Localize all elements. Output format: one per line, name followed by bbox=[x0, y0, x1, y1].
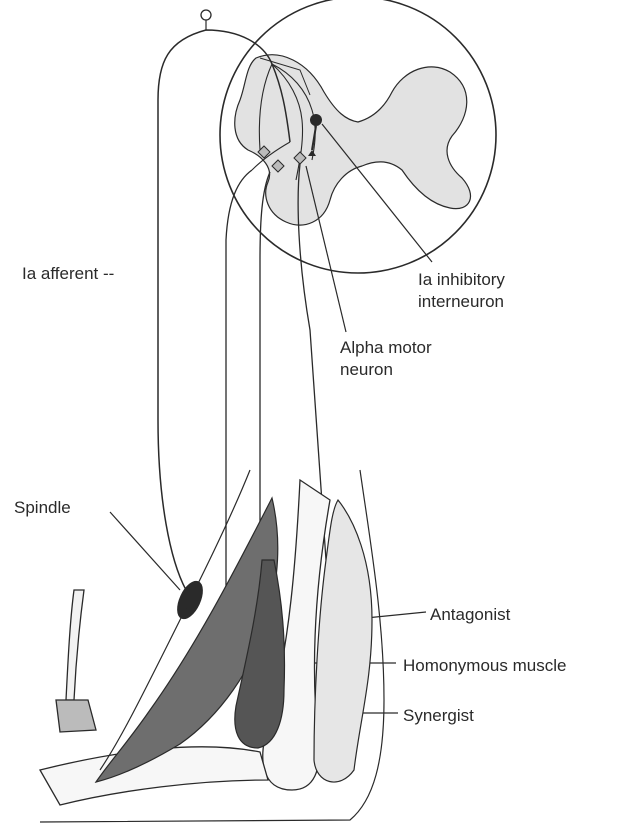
reflex-hammer bbox=[56, 590, 96, 732]
arm-bones bbox=[40, 480, 330, 805]
ia-afferent-label: Ia afferent -- bbox=[22, 264, 114, 284]
antagonist-leader bbox=[366, 612, 426, 618]
ia-inhibitory-interneuron-label-line1: Ia inhibitory bbox=[418, 270, 505, 290]
dorsal-root-ganglion bbox=[201, 10, 211, 30]
ia-inhibitory-interneuron-label-line2: interneuron bbox=[418, 292, 504, 312]
alpha-motor-neuron-label-line1: Alpha motor bbox=[340, 338, 432, 358]
spinal-cord-cross-section bbox=[220, 0, 496, 273]
homonymous-muscle-label: Homonymous muscle bbox=[403, 656, 566, 676]
antagonist-label: Antagonist bbox=[430, 605, 510, 625]
spindle-label: Spindle bbox=[14, 498, 71, 518]
alpha-motor-neuron-label-line2: neuron bbox=[340, 360, 393, 380]
spindle-leader bbox=[110, 512, 180, 590]
synergist-label: Synergist bbox=[403, 706, 474, 726]
